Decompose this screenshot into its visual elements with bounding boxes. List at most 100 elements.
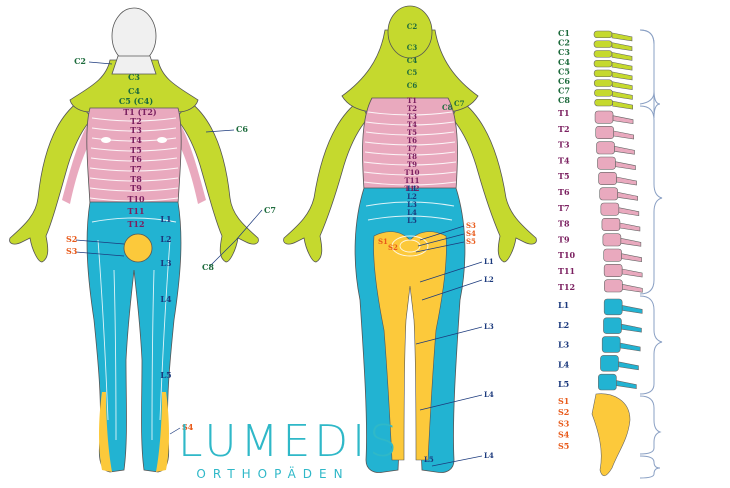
spine-label-l1: L1 xyxy=(558,300,569,310)
vertebra-body xyxy=(601,218,621,231)
dermatome-label-t12: T12 xyxy=(127,219,144,229)
spinous-process xyxy=(611,42,633,51)
dermatome-label-s4: S4 xyxy=(182,422,194,432)
leader-line xyxy=(415,326,483,345)
spine-label-l5: L5 xyxy=(558,379,569,389)
spinous-process xyxy=(621,323,642,333)
leader-line xyxy=(431,455,483,467)
leader-line xyxy=(209,239,237,267)
vertebra-body xyxy=(593,40,613,48)
dermatome-label-t5: T5 xyxy=(407,128,417,137)
spinous-process xyxy=(621,305,643,314)
front-genital-s2 xyxy=(123,233,153,263)
vertebra-body xyxy=(600,202,620,216)
spinous-process xyxy=(612,115,634,125)
spinous-process xyxy=(614,145,635,155)
dermatome-label-c7: C7 xyxy=(264,205,276,215)
vertebra-body xyxy=(603,317,622,334)
sacrum xyxy=(591,393,631,477)
spine-label-c8: C8 xyxy=(558,95,570,105)
spine-labels: C1C2C3C4C5C6C7C8T1T2T3T4T5T6T7T8T9T10T11… xyxy=(558,28,576,451)
spine-label-l2: L2 xyxy=(558,320,569,330)
dermatome-label-c6: C6 xyxy=(236,124,248,134)
dermatome-label-s2: S2 xyxy=(388,243,398,252)
leader-line xyxy=(419,225,465,241)
spinous-process xyxy=(621,253,642,263)
dermatome-label-t8: T8 xyxy=(130,174,142,184)
spine-label-t12: T12 xyxy=(558,282,575,292)
leader-line xyxy=(417,233,465,247)
dermatome-label-s3: S3 xyxy=(66,246,78,256)
spine-label-s2: S2 xyxy=(558,407,569,417)
dermatome-label-l1: L1 xyxy=(160,214,171,224)
front-left-arm xyxy=(9,101,93,263)
spinous-process xyxy=(617,191,638,201)
leader-line xyxy=(235,209,263,241)
dermatome-label-s3: S3 xyxy=(466,221,476,230)
dermatome-label-l5: L5 xyxy=(407,216,417,225)
dermatome-label-t3: T3 xyxy=(407,112,417,121)
back-right-arm xyxy=(451,99,537,263)
leader-line xyxy=(75,251,125,257)
spine-label-t5: T5 xyxy=(558,171,570,181)
logo-main-text: LUMEDIS xyxy=(178,416,402,467)
dermatome-label-t8: T8 xyxy=(407,152,417,161)
dermatome-label-c8: C8 xyxy=(442,103,453,112)
spine-label-t4: T4 xyxy=(558,155,570,165)
spine-illustration xyxy=(591,30,643,477)
spine-label-t10: T10 xyxy=(558,250,576,260)
vertebra-body xyxy=(603,248,622,262)
spinous-process xyxy=(622,283,643,293)
leader-line xyxy=(419,261,483,283)
spinous-process xyxy=(616,380,637,389)
spinous-process xyxy=(612,91,633,100)
spine-label-c5: C5 xyxy=(558,66,570,76)
leader-line xyxy=(169,427,181,435)
dermatome-label-c6: C6 xyxy=(407,81,418,90)
spinous-process xyxy=(618,361,639,371)
dermatome-label-c3: C3 xyxy=(407,43,418,52)
spinous-process xyxy=(613,130,635,140)
dermatome-label-c8: C8 xyxy=(202,262,214,272)
dermatome-label-t9: T9 xyxy=(130,183,142,193)
spinous-process xyxy=(620,237,642,247)
dermatome-label-t10: T10 xyxy=(405,168,420,177)
spine-label-t9: T9 xyxy=(558,234,570,244)
front-body-figure xyxy=(9,7,259,473)
leader-line xyxy=(88,61,113,65)
spine-label-t6: T6 xyxy=(558,187,570,197)
spine-label-s1: S1 xyxy=(558,396,569,406)
vertebra-body xyxy=(593,30,613,39)
vertebra-body xyxy=(602,233,622,247)
dermatome-label-l3: L3 xyxy=(484,322,494,331)
dermatome-label-c4: C4 xyxy=(128,86,140,96)
vertebra-body xyxy=(594,98,613,107)
spine-label-s5: S5 xyxy=(558,441,569,451)
vertebra-body xyxy=(598,172,617,185)
dermatome-label-t12: T12 xyxy=(405,184,420,193)
dermatome-label-l2: L2 xyxy=(160,234,171,244)
leader-line xyxy=(75,239,125,245)
front-right-foot-s1 xyxy=(156,392,169,472)
dermatome-label-c2: C2 xyxy=(407,22,418,31)
dermatome-label-t9: T9 xyxy=(407,160,417,169)
vertebra-body xyxy=(601,336,621,353)
dermatome-label-c5: C5 xyxy=(407,68,418,77)
back-left-arm xyxy=(283,99,369,263)
dermatome-label-t4: T4 xyxy=(130,135,142,145)
dermatome-label-t4: T4 xyxy=(407,120,417,129)
dermatome-label-l5: L5 xyxy=(160,370,171,380)
spinous-process xyxy=(611,52,633,61)
dermatome-label-t11: T11 xyxy=(405,176,420,185)
vertebra-body xyxy=(593,79,613,87)
back-body-figure xyxy=(283,5,537,473)
spine-label-t8: T8 xyxy=(558,219,570,229)
back-buttock-sacral xyxy=(373,231,447,461)
dermatome-label-t1: T1 xyxy=(407,96,417,105)
leader-line xyxy=(421,279,483,301)
spine-label-c6: C6 xyxy=(558,76,570,86)
front-legs-lumbar xyxy=(86,201,182,473)
spine-label-t1: T1 xyxy=(558,108,570,118)
dermatome-label-s2: S2 xyxy=(66,234,77,244)
dermatome-label-l3: L3 xyxy=(407,200,417,209)
